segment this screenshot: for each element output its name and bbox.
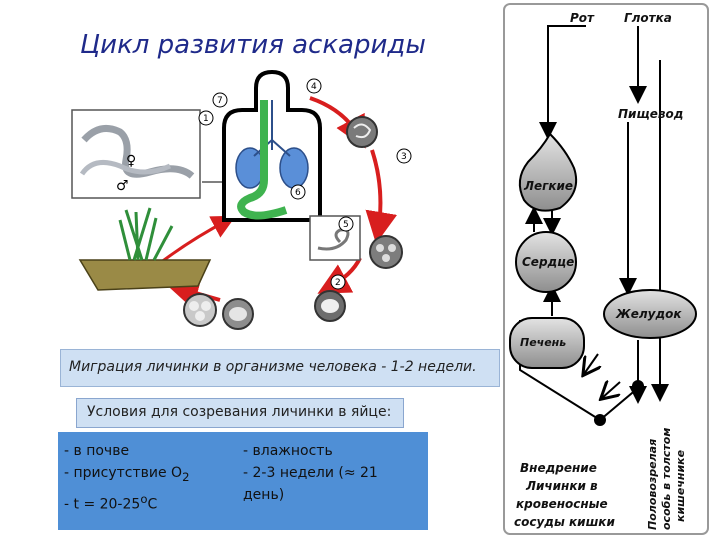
- flow-to-stomach: [602, 382, 621, 398]
- soil-and-grass: [78, 207, 212, 291]
- organ-stomach: [603, 289, 697, 339]
- label-legkie: Легкие: [523, 179, 573, 193]
- label-vnedrenie-line1: Внедрение: [520, 461, 597, 475]
- female-symbol: ♀: [126, 153, 136, 169]
- conditions-right-column: - влажность - 2-3 недели (≈ 21 день): [243, 440, 378, 506]
- condition-humidity: - влажность: [243, 443, 333, 459]
- condition-oxygen: - присутствие О2: [64, 462, 190, 488]
- step-1-label: 1: [203, 114, 209, 124]
- step-2-label: 2: [335, 278, 341, 288]
- egg-stages: [183, 116, 403, 330]
- junction-dot-1: [594, 414, 606, 426]
- flow-rot-to-lungs: [539, 25, 586, 140]
- label-vnedrenie-line4: сосуды кишки: [514, 515, 615, 529]
- conditions-box: [58, 432, 428, 530]
- adult-worms-panel: [71, 109, 201, 199]
- condition-temperature-unit: С: [147, 496, 158, 513]
- migration-scheme: Рот Глотка Пищевод Легкие Сердце Желудок…: [503, 3, 709, 535]
- condition-temperature-degree: о: [140, 491, 148, 506]
- step-6-label: 6: [295, 188, 301, 198]
- label-adult-vertical: Половозрелая особь в толстом кишечнике: [646, 428, 687, 530]
- label-pishchevod: Пищевод: [618, 107, 683, 121]
- flow-to-liver: [584, 353, 598, 374]
- egg-stage-3: [369, 235, 403, 269]
- organ-liver: [509, 317, 585, 369]
- label-adult-line3: кишечнике: [674, 449, 687, 522]
- male-symbol: ♂: [116, 178, 129, 194]
- page-title: Цикл развития аскариды: [80, 30, 426, 60]
- label-glotka: Глотка: [624, 11, 672, 25]
- label-adult-line2: особь в толстом: [660, 428, 673, 530]
- organ-lungs: [518, 132, 578, 212]
- label-vnedrenie-line2: Личинки в: [525, 479, 598, 493]
- cycle-arrow-left: [155, 215, 236, 268]
- step-4-label: 4: [311, 82, 317, 92]
- conditions-header: Условия для созревания личинки в яйце:: [76, 398, 404, 428]
- condition-soil: - в почве: [64, 443, 130, 459]
- condition-oxygen-subscript: 2: [182, 469, 190, 484]
- step-3-label: 3: [401, 152, 407, 162]
- label-vnedrenie-line3: кровеносные: [516, 497, 608, 511]
- condition-duration-cont: день): [243, 487, 285, 503]
- step-7-label: 7: [217, 96, 223, 106]
- condition-duration: - 2-3 недели (≈ 21: [243, 465, 378, 481]
- cycle-arrow-right: [365, 149, 398, 244]
- label-pechen: Печень: [520, 336, 566, 349]
- conditions-left-column: - в почве - присутствие О2 - t = 20-25оС: [64, 440, 190, 515]
- label-vnedrenie: Внедрение Личинки в кровеносные сосуды к…: [514, 461, 615, 529]
- label-adult-line1: Половозрелая: [646, 439, 659, 530]
- step-markers: 1 2 3 4 5 6 7: [198, 78, 412, 290]
- step-5-label: 5: [343, 220, 349, 230]
- larva: [317, 228, 350, 251]
- label-zheludok: Желудок: [615, 307, 682, 321]
- egg-stage-4: [346, 116, 378, 148]
- human-body-figure: [222, 70, 322, 222]
- junction-dot-2: [632, 380, 644, 392]
- condition-temperature: - t = 20-25оС: [64, 488, 190, 516]
- label-rot: Рот: [570, 11, 595, 25]
- condition-temperature-text: - t = 20-25: [64, 496, 141, 513]
- migration-note: Миграция личинки в организме человека - …: [60, 349, 500, 387]
- female-worm: [79, 159, 172, 176]
- organ-heart: [515, 231, 577, 293]
- life-cycle-illustration: ♀ ♂ 1 2 3 4 5 6 7: [71, 70, 412, 330]
- egg-early-1: [183, 293, 217, 327]
- condition-oxygen-text: - присутствие О: [64, 465, 183, 481]
- label-serdtse: Сердце: [522, 255, 574, 269]
